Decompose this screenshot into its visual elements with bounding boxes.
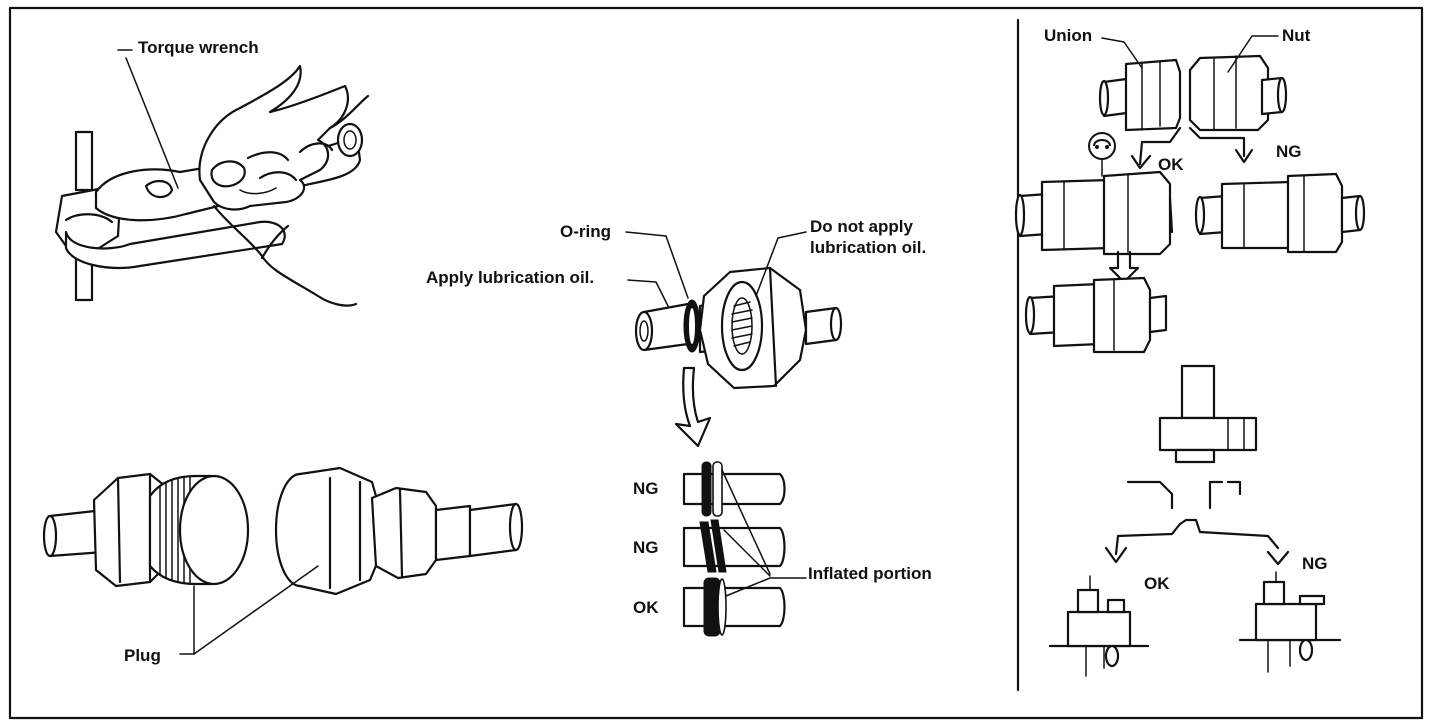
no-oil-label-line2: lubrication oil. (810, 238, 927, 257)
inflated-portion-label: Inflated portion (808, 564, 932, 583)
ng-label-2: NG (633, 538, 659, 557)
apply-oil-label: Apply lubrication oil. (426, 268, 595, 287)
ok-top-label: OK (1158, 155, 1184, 174)
ok-circle-icon (1088, 132, 1116, 177)
o-ring-fitting-illustration (625, 231, 843, 448)
plug-illustration (42, 466, 524, 655)
o-ring-label: O-ring (560, 222, 611, 241)
nut-label: Nut (1282, 26, 1311, 45)
o-ring-comparison (682, 461, 807, 637)
ng-bottom-label: NG (1302, 554, 1328, 573)
torque-wrench-label: Torque wrench (138, 38, 259, 57)
ng-label-1: NG (633, 479, 659, 498)
stem-plate-illustration (1048, 364, 1342, 677)
union-nut-illustration (1014, 35, 1366, 354)
torque-wrench-illustration (54, 49, 370, 307)
ng-top-label: NG (1276, 142, 1302, 161)
diagram-frame (8, 6, 1424, 720)
ok-bottom-label: OK (1144, 574, 1170, 593)
no-oil-label-line1: Do not apply (810, 217, 913, 236)
ok-ring-label: OK (633, 598, 659, 617)
plug-label: Plug (124, 646, 161, 665)
union-label: Union (1044, 26, 1093, 45)
